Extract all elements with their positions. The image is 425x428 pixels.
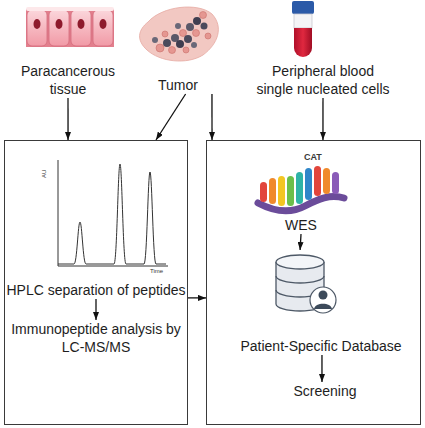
- process-step: Screening: [275, 382, 375, 404]
- flow-arrow: [211, 94, 212, 140]
- nucleus: [56, 19, 63, 29]
- nucleus: [78, 19, 85, 29]
- process-step: Immunopeptide analysis by LC-MS/MS: [4, 320, 188, 356]
- database-icon: [276, 255, 336, 313]
- node-label: WES: [246, 216, 356, 234]
- tumor-cell: [184, 35, 192, 43]
- person-body: [314, 304, 332, 309]
- chromatogram: [58, 160, 168, 266]
- base: [332, 172, 339, 194]
- tumor-cell: [201, 23, 208, 30]
- cell: [49, 10, 69, 46]
- node-label: HPLC separation of peptides: [4, 281, 188, 299]
- tumor-cell: [162, 31, 168, 37]
- axis-label: AU: [41, 170, 47, 178]
- tumor-cell: [183, 47, 189, 53]
- tumor-cell: [163, 39, 171, 47]
- base: [296, 172, 303, 204]
- nucleus: [100, 19, 107, 29]
- base: [287, 176, 294, 206]
- tube-blood: [294, 28, 312, 57]
- tube-cap: [292, 1, 314, 14]
- tumor-cell: [176, 40, 184, 48]
- sample-source: Peripheral blood single nucleated cells: [254, 3, 392, 98]
- tumor-cell: [193, 30, 200, 37]
- dna-icon: [258, 166, 344, 211]
- tumor-cell: [205, 33, 211, 39]
- node-label: Immunopeptide analysis by LC-MS/MS: [4, 320, 188, 356]
- tumor-cell: [180, 30, 187, 37]
- tumor-cell: [175, 23, 181, 29]
- flow-arrow: [67, 98, 68, 140]
- base: [305, 168, 312, 200]
- workflow-panel: WES Patient-Specific DatabaseScreening: [206, 140, 421, 425]
- base: [260, 182, 267, 202]
- flow-arrow: [321, 355, 322, 382]
- blood-tube: [292, 1, 314, 57]
- tissue-illustration: [26, 7, 114, 47]
- tumor-cell: [186, 23, 194, 31]
- tumor-cell: [169, 47, 176, 54]
- nucleus: [34, 19, 41, 29]
- process-step: WES: [246, 148, 356, 234]
- base: [269, 178, 276, 204]
- tumor-mass: [140, 7, 219, 61]
- process-step: HPLC separation of peptides: [4, 148, 188, 299]
- sample-source: Tumor: [140, 3, 216, 94]
- tumor-cell: [156, 44, 164, 52]
- tissue-rim: [26, 7, 114, 11]
- tumor-cell: [191, 42, 197, 48]
- tumor-illustration: [140, 7, 219, 61]
- workflow-panel: HPLC separation of peptidesImmunopeptide…: [4, 140, 188, 425]
- flow-arrow: [299, 234, 301, 250]
- flow-arrow: [188, 297, 206, 298]
- tube-glass: [294, 14, 312, 28]
- x-axis: [58, 266, 168, 267]
- base: [314, 166, 321, 196]
- tissue-base: [26, 9, 114, 47]
- cell: [27, 10, 47, 46]
- axis-label: Time: [150, 268, 163, 274]
- db-top: [276, 255, 324, 269]
- base: [278, 176, 285, 206]
- node-label: Patient-Specific Database: [226, 337, 416, 355]
- person-head: [319, 291, 328, 300]
- cell: [93, 10, 113, 46]
- sample-source: Paracancerous tissue: [12, 3, 124, 98]
- base: [323, 168, 330, 194]
- node-label: Paracancerous tissue: [12, 62, 124, 98]
- flow-arrow: [322, 98, 323, 140]
- tumor-cell: [200, 12, 207, 19]
- cell: [71, 10, 91, 46]
- flow-arrow: [156, 94, 186, 140]
- tumor-cell: [193, 17, 201, 25]
- y-axis: [58, 160, 59, 266]
- process-step: Patient-Specific Database: [226, 250, 416, 355]
- chromatogram-trace: [58, 164, 166, 264]
- node-label: Screening: [275, 382, 375, 400]
- db-band: [276, 276, 324, 283]
- node-label: Peripheral blood single nucleated cells: [254, 62, 392, 98]
- flow-arrow: [95, 299, 96, 320]
- tumor-cell: [152, 37, 158, 43]
- sequence-letters: CAT: [304, 153, 322, 162]
- node-label: Tumor: [140, 76, 216, 94]
- person-badge: [310, 287, 336, 313]
